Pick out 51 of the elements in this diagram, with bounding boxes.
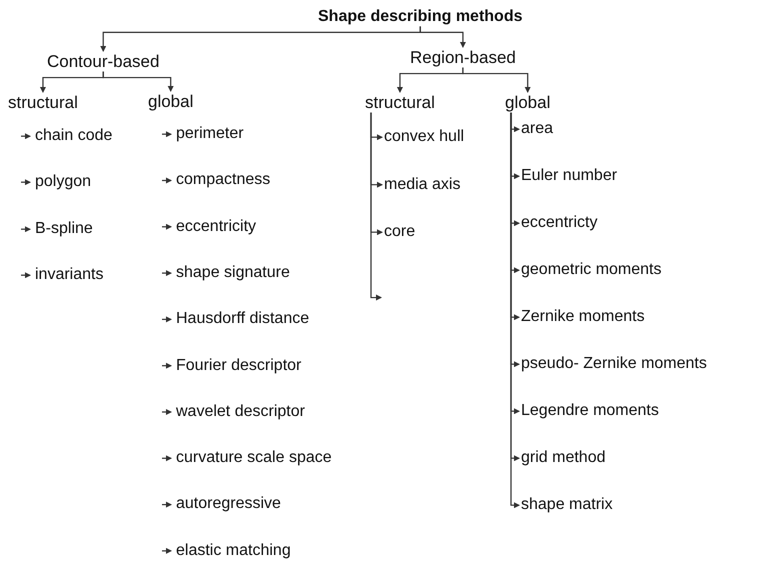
arrow	[162, 548, 172, 554]
diagram-title: Shape describing methods	[318, 8, 522, 26]
arrow	[370, 112, 382, 301]
arrow	[21, 272, 31, 278]
category-label: Contour-based	[47, 52, 160, 72]
category-label: media axis	[384, 176, 460, 194]
arrow	[21, 179, 31, 186]
category-label: autoregressive	[176, 495, 281, 514]
category-label: Legendre moments	[521, 402, 659, 420]
arrow	[162, 409, 172, 415]
category-label: invariants	[35, 266, 104, 284]
category-label: polygon	[35, 173, 92, 192]
arrow	[162, 224, 172, 230]
category-label: B-spline	[35, 220, 93, 238]
category-label: eccentricty	[521, 214, 598, 232]
category-label: Zernike moments	[521, 308, 645, 326]
category-label: core	[384, 223, 416, 242]
category-label: Fourier descriptor	[176, 356, 302, 375]
arrow	[102, 72, 174, 92]
category-label: global	[148, 92, 194, 112]
arrow	[162, 316, 172, 322]
category-label: structural	[365, 93, 435, 113]
arrow	[420, 26, 466, 48]
category-label: Euler number	[521, 167, 618, 186]
arrow	[462, 68, 531, 93]
category-label: structural	[8, 93, 78, 113]
arrow	[21, 133, 31, 140]
arrow	[162, 270, 172, 276]
arrow	[162, 131, 172, 138]
arrow	[162, 455, 172, 462]
category-label: eccentricity	[176, 218, 256, 236]
category-label: shape signature	[176, 264, 290, 282]
category-label: global	[505, 93, 550, 113]
category-label: shape matrix	[521, 496, 613, 514]
category-label: Region-based	[410, 48, 516, 68]
category-label: wavelet descriptor	[176, 402, 305, 422]
category-label: compactness	[176, 171, 270, 190]
category-label: curvature scale space	[176, 449, 332, 468]
category-label: convex hull	[384, 128, 464, 146]
arrow	[162, 362, 172, 369]
arrow	[162, 502, 172, 508]
category-label: Hausdorff distance	[176, 310, 310, 329]
arrow	[21, 226, 31, 232]
category-label: elastic matching	[176, 542, 291, 560]
category-label: perimeter	[176, 125, 244, 144]
category-label: pseudo- Zernike moments	[521, 355, 707, 374]
category-label: chain code	[35, 127, 112, 146]
category-label: grid method	[521, 449, 606, 468]
category-label: geometric moments	[521, 261, 662, 280]
arrow	[162, 178, 172, 184]
category-label: area	[521, 120, 554, 138]
